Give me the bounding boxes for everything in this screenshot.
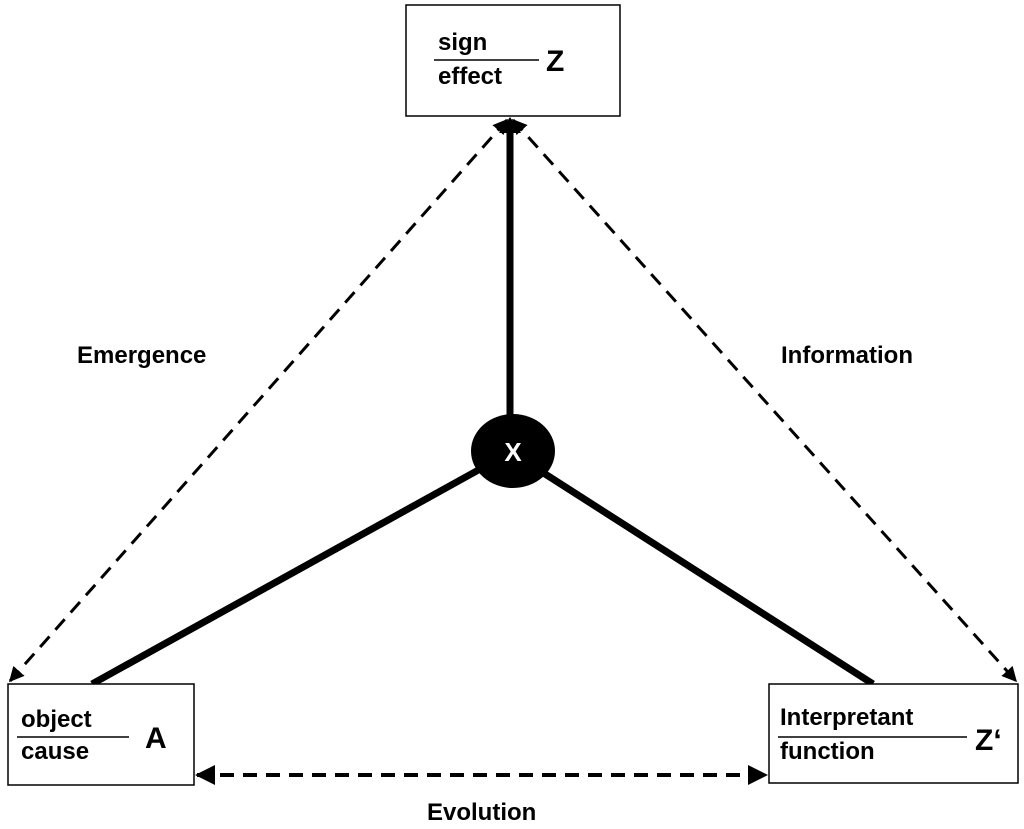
node-object-cause: object cause A xyxy=(7,683,195,786)
node-interpretant-function-box xyxy=(768,683,1019,784)
node-function-label: function xyxy=(780,738,875,765)
node-object-cause-box xyxy=(7,683,195,786)
node-cause-label: cause xyxy=(21,738,89,765)
dashed-edge-top-to-left xyxy=(8,118,509,683)
dashed-edge-top-to-right xyxy=(511,118,1018,683)
node-interpretant-function: Interpretant function Z‘ xyxy=(768,683,1019,784)
center-node-circle xyxy=(471,414,555,488)
solid-connector-center-to-right xyxy=(540,469,875,687)
node-interpretant-label: Interpretant xyxy=(780,704,913,731)
node-object-label: object xyxy=(21,706,92,733)
edge-label-emergence: Emergence xyxy=(77,342,206,369)
solid-connector-center-to-left xyxy=(90,464,484,688)
node-sign-label: sign xyxy=(438,29,487,56)
node-z-symbol: Z xyxy=(546,45,564,78)
node-a-symbol: A xyxy=(145,722,167,755)
solid-arrowhead-top xyxy=(499,117,521,133)
node-z-prime-symbol: Z‘ xyxy=(975,724,1002,757)
edge-label-information: Information xyxy=(781,342,913,369)
node-sign-effect: sign effect Z xyxy=(405,4,621,117)
center-node-label: X xyxy=(504,437,522,467)
node-effect-label: effect xyxy=(438,63,502,90)
edge-label-evolution: Evolution xyxy=(427,799,536,826)
center-node: X xyxy=(471,414,555,488)
